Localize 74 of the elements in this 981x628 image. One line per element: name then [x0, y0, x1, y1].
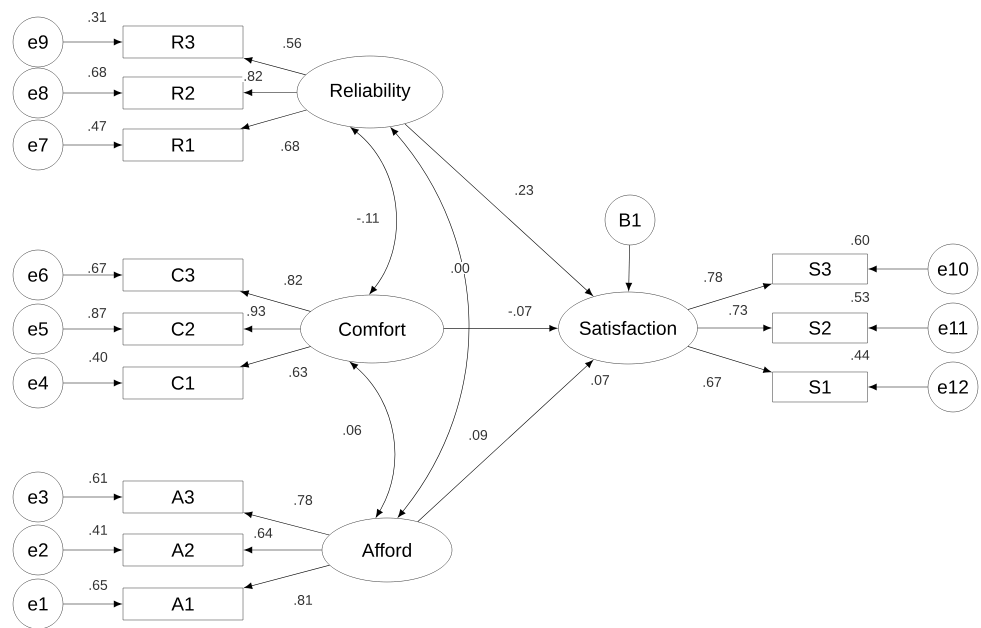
edge-label: -.11 — [355, 212, 381, 224]
arrow — [418, 360, 594, 522]
coefficient-label: .65 — [90, 580, 108, 590]
coefficient-label: .40 — [90, 352, 108, 362]
edge-label: .67 — [701, 376, 723, 388]
edge-label: .64 — [252, 527, 274, 539]
edge-label: .06 — [341, 424, 363, 436]
indicator-box: A2 — [122, 534, 244, 566]
edge-label: .09 — [467, 429, 489, 441]
edge-label: .93 — [245, 305, 267, 317]
arrow — [62, 90, 122, 96]
arrow — [244, 89, 298, 96]
arrow — [244, 546, 322, 554]
arrow — [62, 546, 122, 554]
coefficient-label: .67 — [88, 263, 106, 273]
indicator-box: R3 — [122, 26, 244, 58]
curved-arrow — [350, 127, 397, 294]
edge-label: .68 — [279, 140, 301, 152]
edge-label: .73 — [727, 304, 749, 316]
coefficient-label: .68 — [88, 67, 106, 77]
edge-label: .81 — [292, 594, 314, 606]
indicator-box: S2 — [772, 312, 868, 344]
coefficient-label: .53 — [852, 292, 870, 302]
indicator-box: C3 — [122, 258, 244, 292]
arrow — [62, 272, 122, 278]
arrow — [626, 244, 632, 291]
arrow — [443, 325, 558, 332]
edge-label: .82 — [282, 274, 304, 286]
arrow — [240, 290, 311, 312]
arrow — [244, 512, 330, 536]
arrow — [240, 346, 311, 368]
arrow — [688, 283, 772, 310]
indicator-box: R1 — [122, 128, 244, 162]
edge-label: .23 — [513, 184, 535, 196]
curved-arrow — [350, 362, 396, 518]
indicator-box: S1 — [772, 372, 868, 402]
arrow — [868, 384, 928, 390]
coefficient-label: .47 — [88, 121, 106, 131]
arrow — [244, 57, 306, 76]
edge-label: .56 — [281, 37, 303, 49]
arrow — [697, 324, 772, 332]
arrow — [62, 142, 122, 148]
edge-label: .78 — [702, 271, 724, 283]
edge-label: .63 — [287, 366, 309, 378]
edge-label: -.07 — [506, 305, 534, 317]
arrow — [62, 326, 122, 332]
coefficient-label: .44 — [852, 350, 870, 360]
arrow — [62, 494, 122, 500]
indicator-box: R2 — [122, 76, 244, 110]
arrow — [244, 564, 330, 589]
coefficient-label: .60 — [852, 235, 870, 245]
coefficient-label: .61 — [90, 473, 108, 483]
edge-label: .82 — [242, 70, 264, 82]
arrow — [62, 380, 122, 386]
arrow — [868, 266, 928, 272]
coefficient-label: .31 — [88, 12, 106, 22]
arrow — [404, 124, 594, 296]
indicator-box: C1 — [122, 366, 244, 400]
arrow — [62, 600, 122, 608]
coefficient-label: .41 — [90, 525, 108, 535]
edge-label: .78 — [292, 494, 314, 506]
arrow — [241, 110, 307, 130]
indicator-box: C2 — [122, 312, 244, 346]
curved-arrow — [390, 127, 470, 518]
indicator-box: A1 — [122, 588, 244, 620]
coefficient-label: .07 — [592, 375, 610, 385]
indicator-box: A3 — [122, 480, 244, 514]
indicator-box: S3 — [772, 254, 868, 284]
arrow — [688, 346, 772, 373]
edge-label: .00 — [449, 262, 471, 274]
coefficient-label: .87 — [88, 308, 106, 318]
arrow — [868, 324, 928, 332]
arrow — [244, 326, 301, 332]
arrow — [62, 38, 122, 46]
